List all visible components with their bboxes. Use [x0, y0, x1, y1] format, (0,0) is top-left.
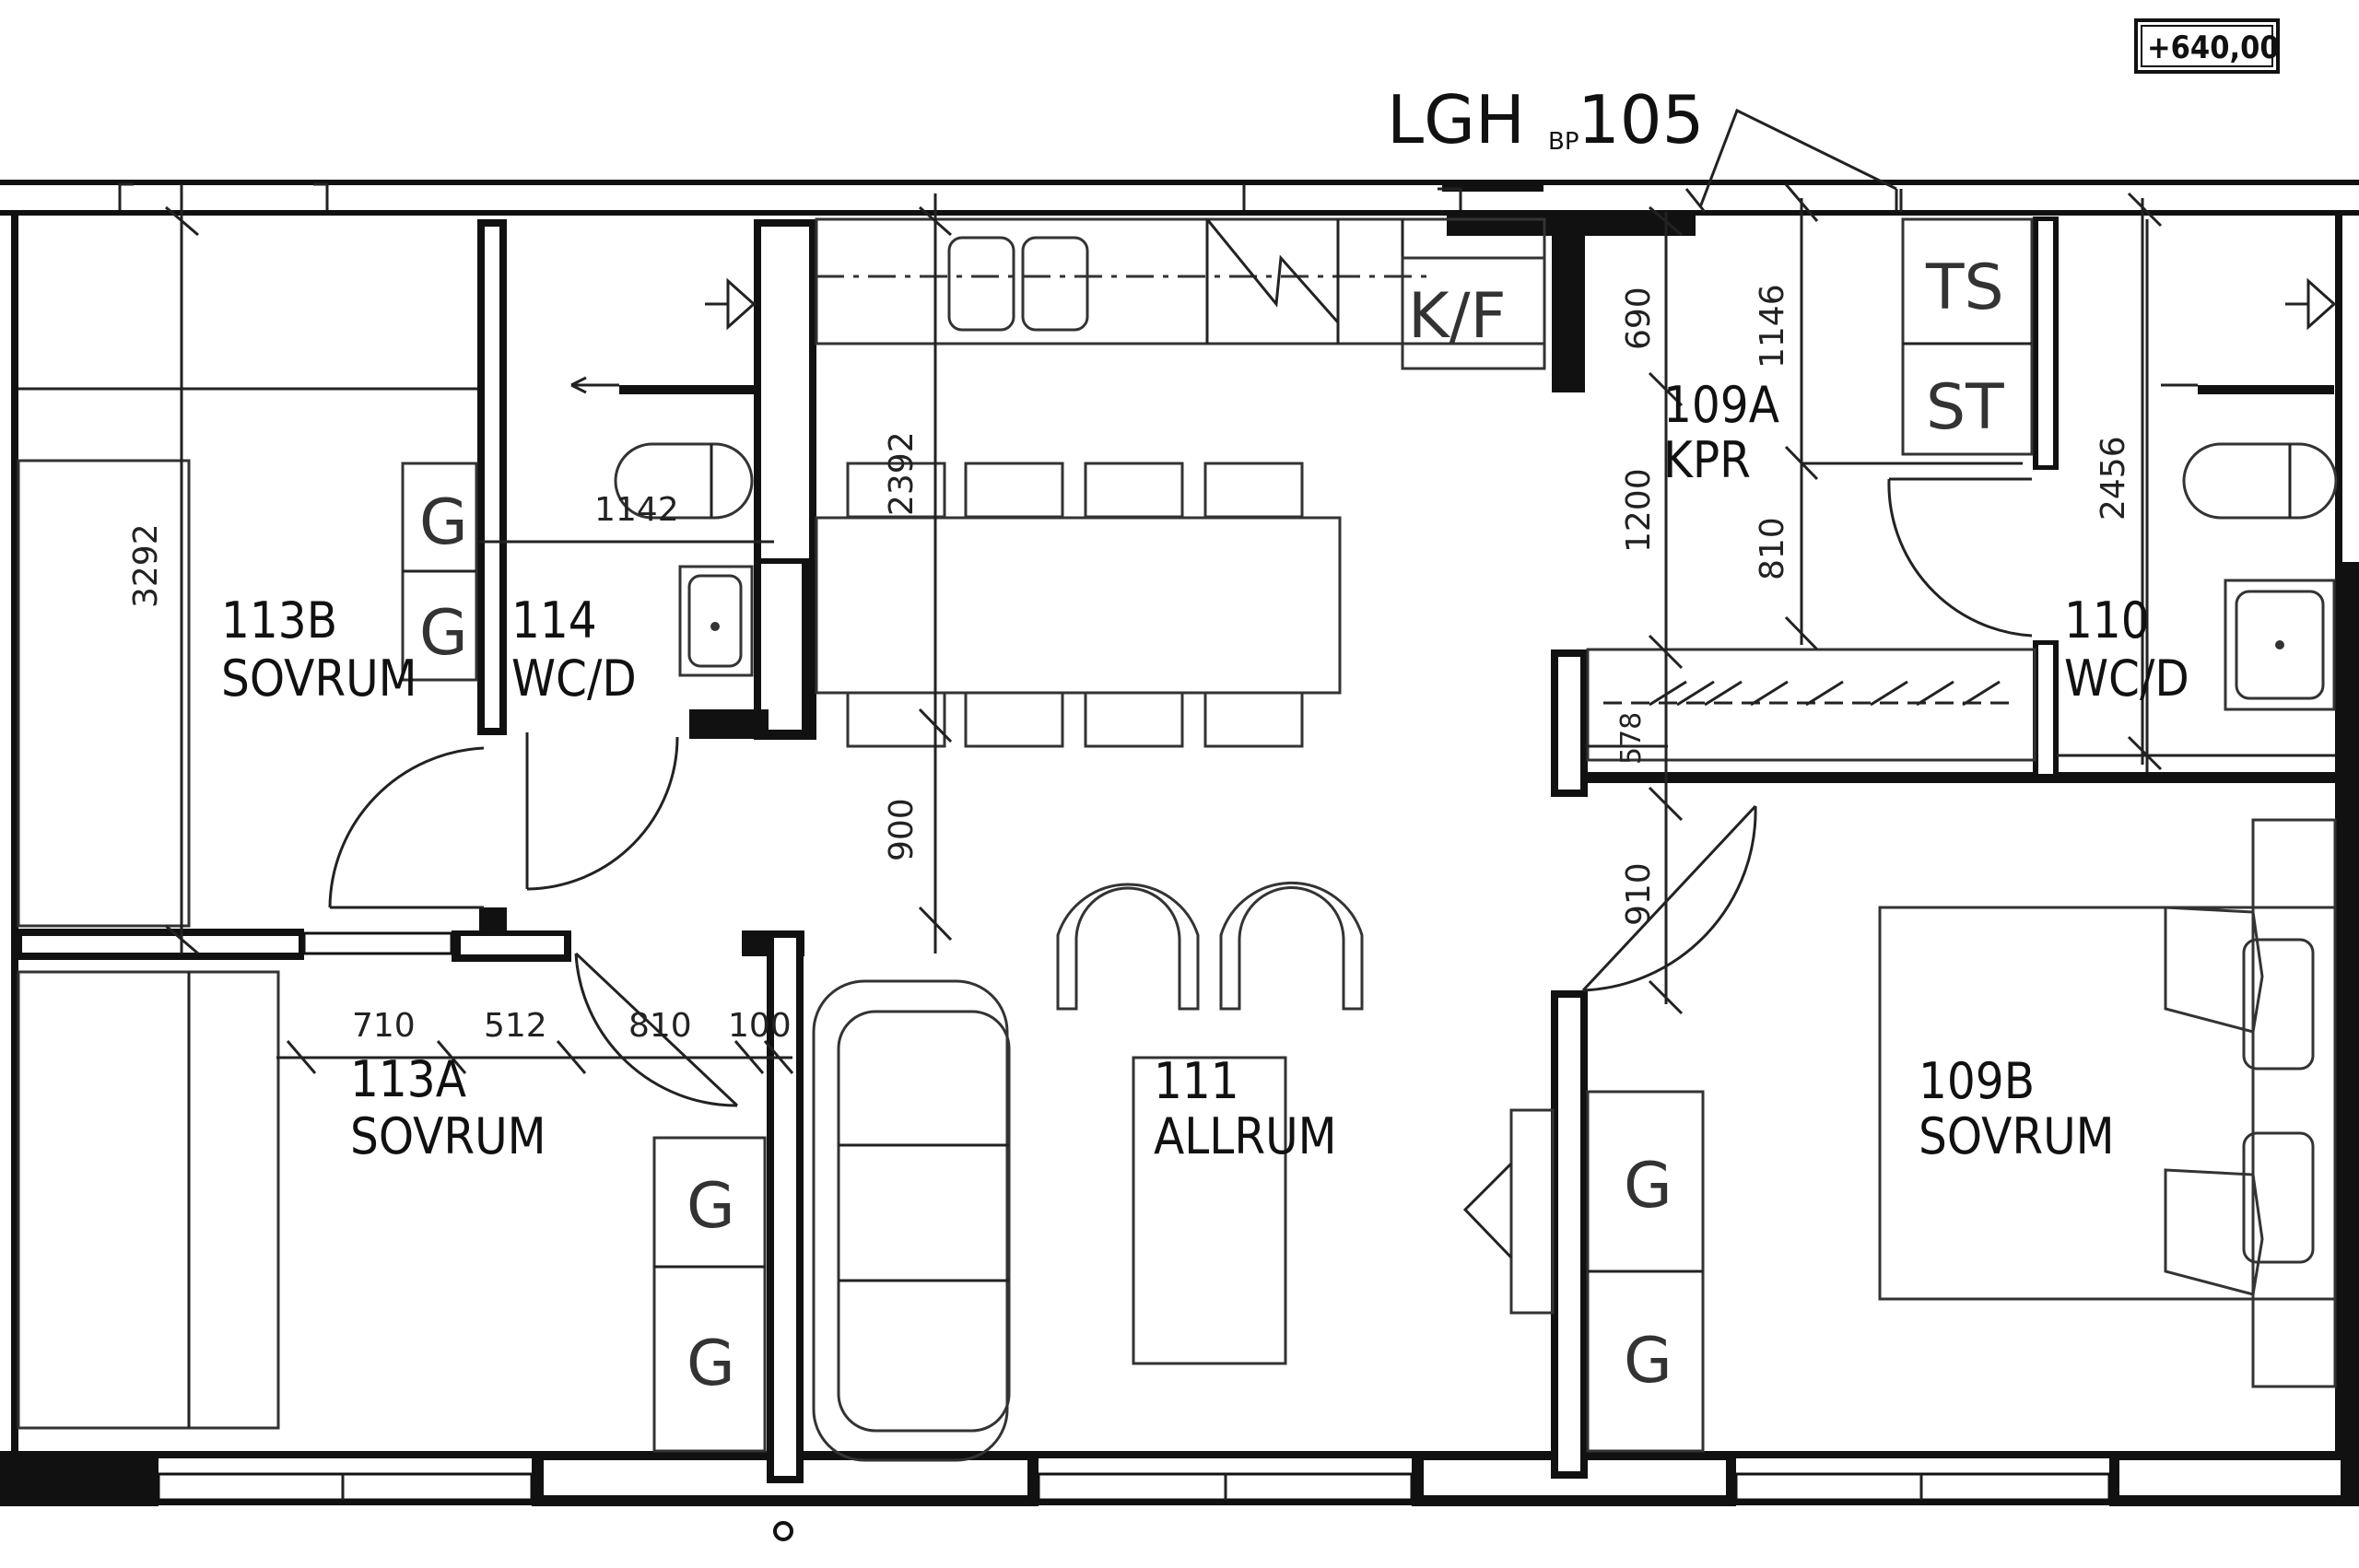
room-name: KPR	[1663, 431, 1751, 489]
room-number: 114	[511, 591, 597, 649]
room-label-113b: 113B SOVRUM	[221, 591, 417, 708]
outer-walls	[0, 108, 2359, 1505]
dim-710: 710	[352, 1007, 416, 1045]
top-wall-details	[118, 182, 1903, 392]
room-label-109b: 109B SOVRUM	[1919, 1052, 2115, 1165]
room-109b-furniture: G G	[1586, 818, 2337, 1453]
room-name: SOVRUM	[221, 649, 417, 708]
dining-chairs-top	[846, 462, 1304, 519]
dim-578: 578	[1615, 712, 1648, 765]
room-name: SOVRUM	[1919, 1107, 2115, 1165]
dim-810-vertical: 810	[1754, 517, 1791, 580]
living-room-furniture	[812, 881, 1555, 1462]
wardrobe-113a-1-label: G	[687, 1170, 735, 1243]
wardrobe-113b-1-label: G	[419, 486, 468, 559]
room-label-113a: 113A SOVRUM	[350, 1050, 546, 1165]
elevation-marker: +640,00	[2134, 18, 2280, 74]
storage-cabinet-label: ST	[1926, 371, 2004, 444]
internal-walls	[17, 216, 2339, 1483]
fridge-freezer-label: K/F	[1408, 280, 1507, 353]
room-number: 111	[1154, 1052, 1239, 1110]
dim-810-horizontal: 810	[628, 1007, 692, 1045]
dimension-lines	[165, 183, 2163, 1074]
dim-690: 690	[1620, 287, 1658, 350]
wardrobe-113b-2-label: G	[419, 597, 468, 670]
unit-label-sub: BP	[1548, 128, 1579, 156]
room-label-111: 111 ALLRUM	[1154, 1052, 1337, 1165]
room-label-114: 114 WC/D	[511, 591, 637, 708]
room-number: 113B	[221, 591, 337, 649]
room-name: ALLRUM	[1154, 1107, 1337, 1165]
wardrobe-109b-2-label: G	[1624, 1325, 1672, 1398]
dim-100: 100	[728, 1007, 792, 1045]
dim-910: 910	[1620, 862, 1658, 926]
room-number: 113A	[350, 1050, 466, 1108]
room-113b-furniture: G G	[17, 387, 478, 928]
unit-label: LGH BP 105	[1387, 81, 1704, 158]
room-109a-furniture: TS ST	[1586, 217, 2036, 762]
dim-1200: 1200	[1620, 468, 1658, 553]
bottom-windows	[0, 1451, 2359, 1541]
doors	[328, 477, 2033, 1107]
dim-2392: 2392	[883, 431, 921, 516]
room-name: WC/D	[511, 649, 637, 708]
room-113a-furniture: G G	[17, 970, 767, 1453]
drying-cabinet-label: TS	[1925, 252, 2004, 324]
room-number: 109A	[1663, 376, 1779, 434]
dim-1146: 1146	[1754, 284, 1791, 369]
unit-label-number: 105	[1578, 81, 1704, 158]
dim-900: 900	[883, 798, 921, 861]
dim-2456: 2456	[2095, 436, 2132, 521]
room-number: 110	[2064, 591, 2150, 649]
room-name: WC/D	[2064, 649, 2189, 708]
room-labels: 113B SOVRUM 114 WC/D 109A KPR 110 WC/D 1…	[221, 376, 2189, 1165]
dimension-labels: 3292 1142 2392 690 1146 1200 810 2456 57…	[127, 284, 2132, 1045]
dim-1142: 1142	[594, 491, 679, 529]
room-label-110: 110 WC/D	[2064, 591, 2189, 708]
elevation-value: +640,00	[2147, 29, 2280, 66]
dining-set	[815, 462, 1342, 748]
room-number: 109B	[1919, 1052, 2035, 1110]
room-name: SOVRUM	[350, 1107, 546, 1165]
wardrobe-109b-1-label: G	[1624, 1150, 1672, 1223]
wardrobe-113a-2-label: G	[687, 1328, 735, 1400]
dim-512: 512	[484, 1007, 547, 1045]
dining-chairs-bottom	[846, 691, 1304, 748]
unit-label-prefix: LGH	[1387, 81, 1525, 158]
kitchen: K/F	[815, 217, 1546, 370]
room-110-fixtures	[2057, 219, 2338, 772]
dim-3292: 3292	[127, 523, 165, 608]
room-label-109a: 109A KPR	[1663, 376, 1779, 489]
